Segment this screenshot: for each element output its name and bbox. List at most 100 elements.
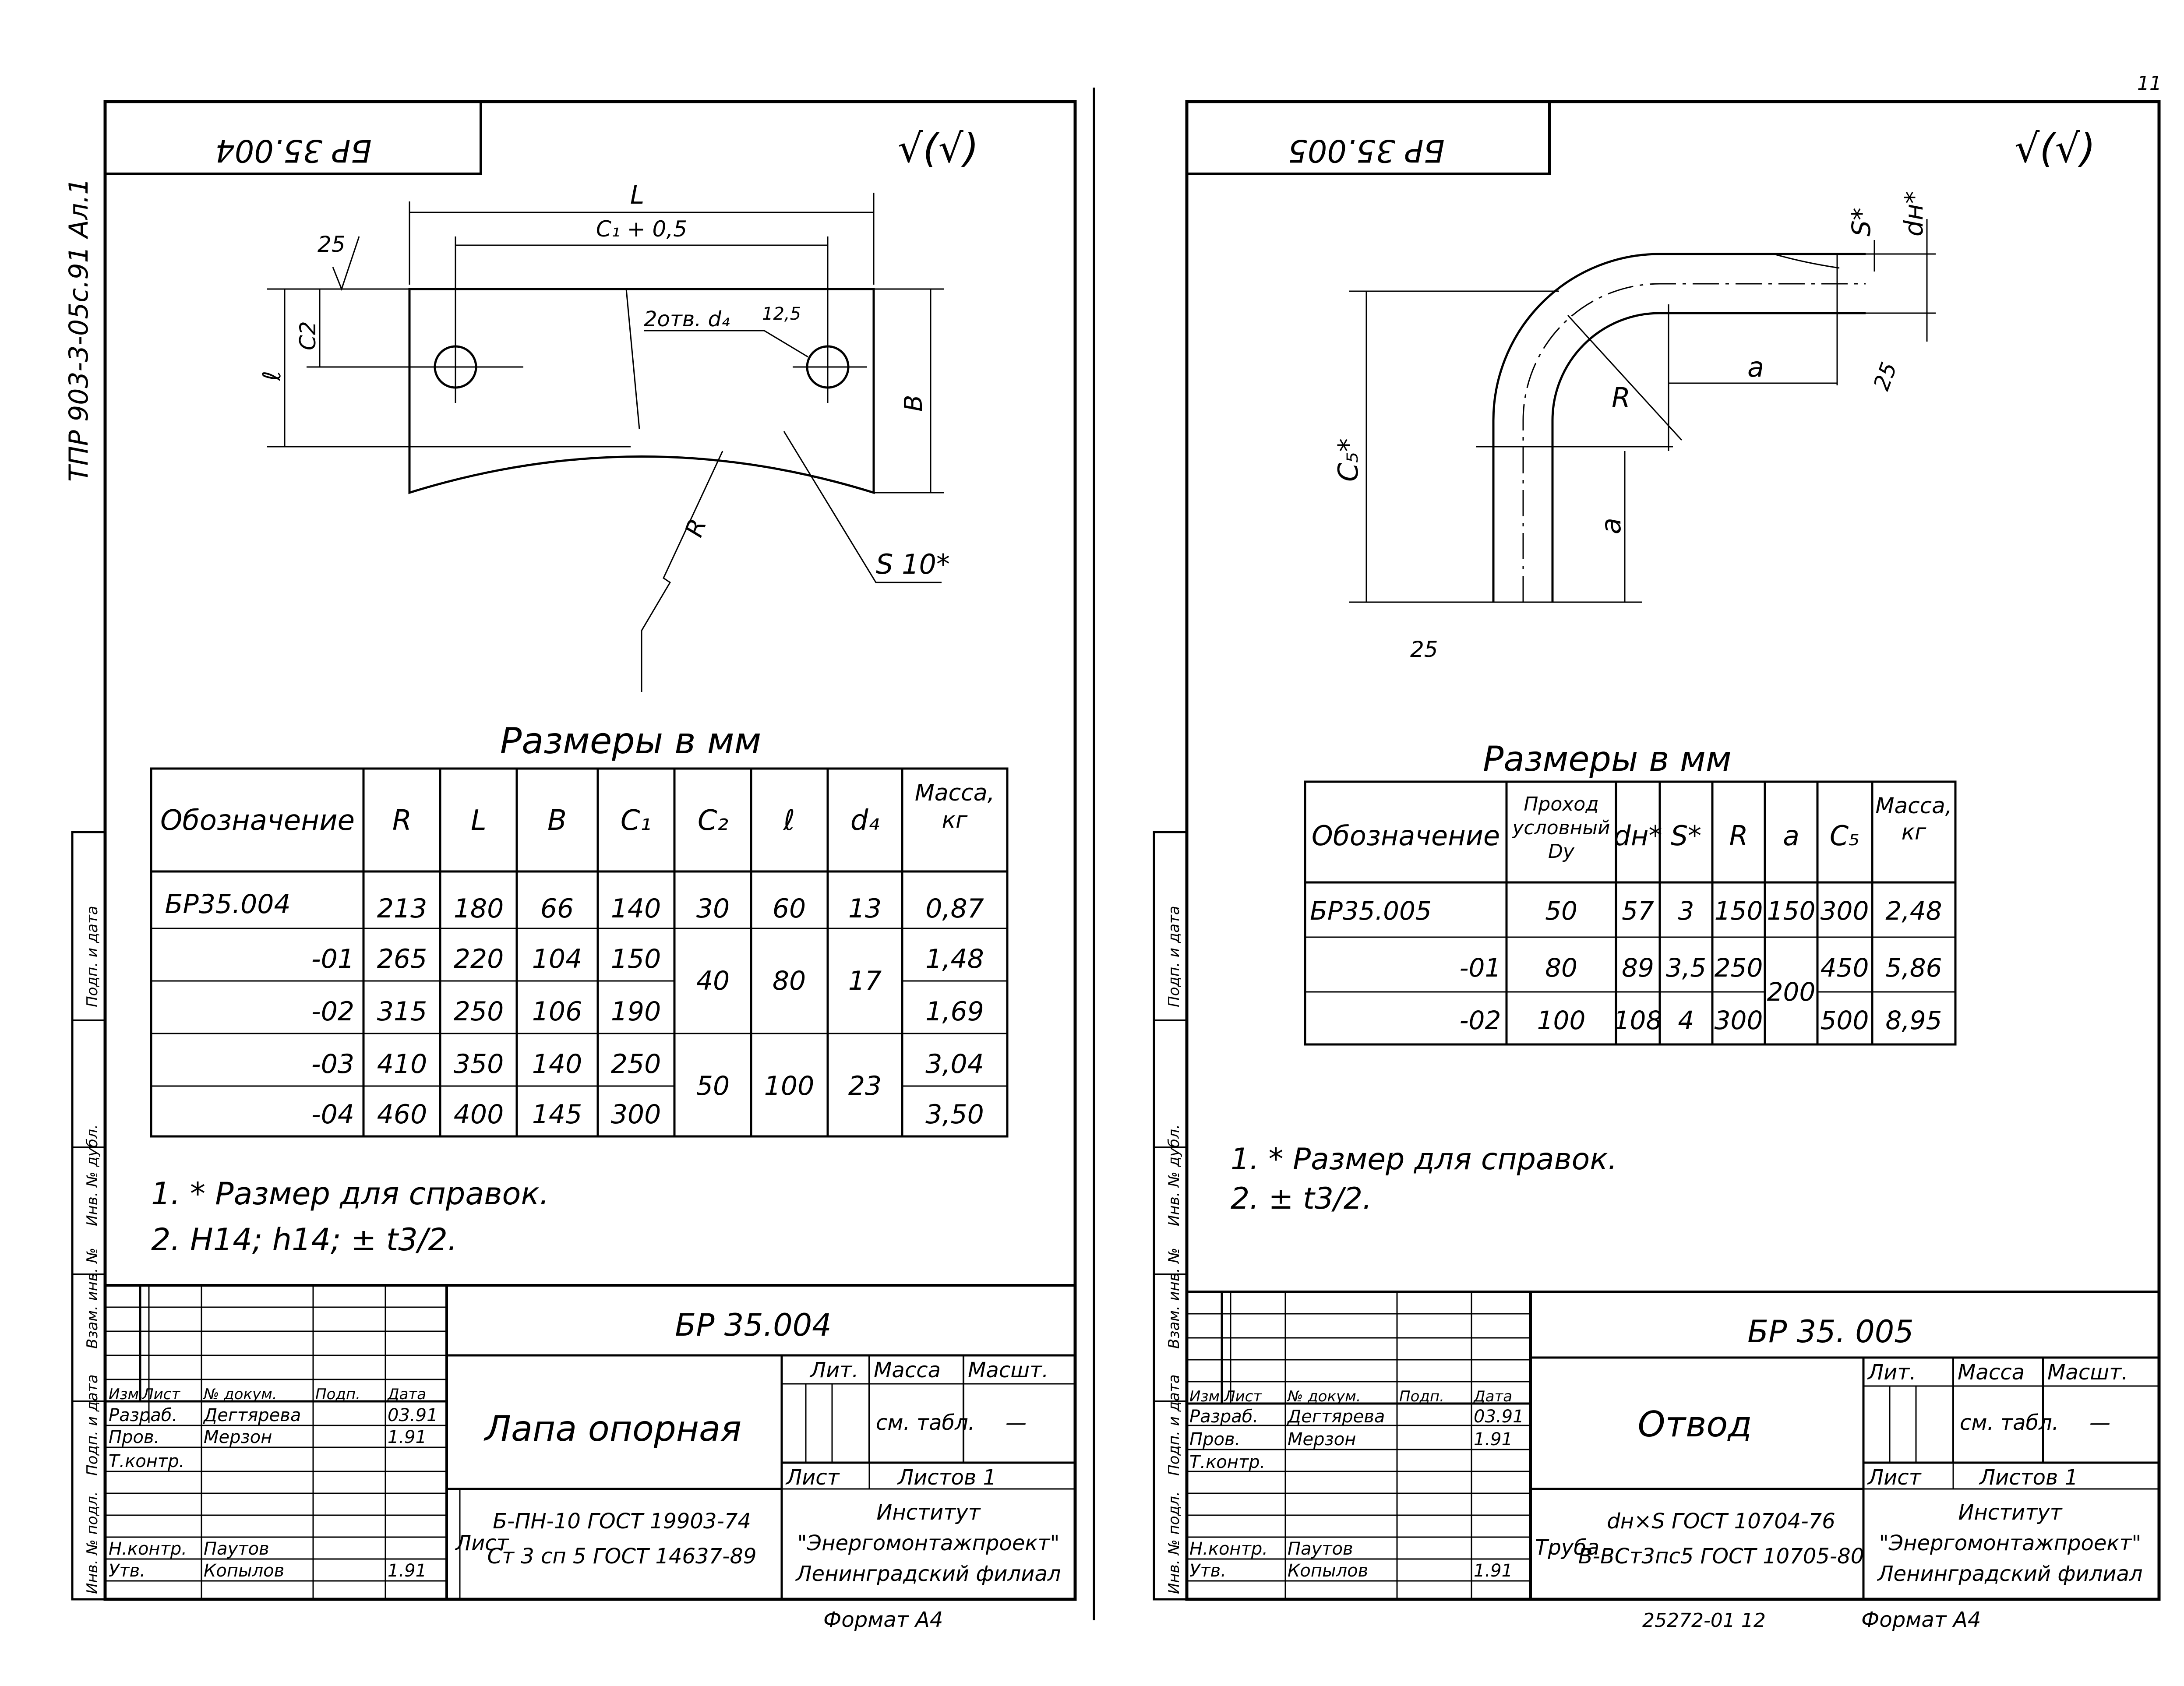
s2-th-4: R	[1729, 820, 1748, 852]
s2-r1-c4: 250	[1715, 953, 1763, 983]
sheet1-dim-ra: 25	[318, 232, 346, 257]
s2-tb-mass-value: см. табл.	[1960, 1411, 2059, 1435]
s1-tb-p1-role: Пров.	[109, 1427, 159, 1447]
s1-tb-p0-name: Дегтярева	[203, 1405, 301, 1425]
s1-th-0: Обозначение	[160, 804, 355, 837]
s1-merged-l-b: 100	[764, 1071, 815, 1101]
sheet2-note-2: 2. ± t3/2.	[1231, 1182, 1372, 1216]
s1-tb-role-0: Изм.	[109, 1386, 144, 1403]
s1-tb-mass: Масса	[874, 1358, 941, 1383]
s2-tb-material-label: Труба	[1535, 1535, 1599, 1560]
s2-tb-role-4: Дата	[1473, 1388, 1512, 1405]
s2-tb-role-3: Подп.	[1399, 1388, 1444, 1405]
s1-r4-c2: 400	[454, 1099, 504, 1130]
s1-r3-c4: 250	[611, 1049, 661, 1079]
s2-tb-p3-role: Н.контр.	[1189, 1539, 1268, 1559]
s1-tb-org-3: Ленинградский филиал	[795, 1562, 1061, 1586]
s1-merged-d4-b: 23	[848, 1071, 882, 1101]
stamp2-label-2: Подп. и дата	[1165, 1374, 1183, 1476]
s2-tb-mass: Масса	[1958, 1360, 2025, 1385]
s2-r0-c4: 150	[1715, 896, 1763, 926]
s1-tb-p3-role: Н.контр.	[109, 1539, 187, 1559]
s2-tb-lit: Лит.	[1867, 1360, 1916, 1385]
s1-th-3: B	[547, 804, 567, 837]
s2-r0-c5: 150	[1767, 896, 1816, 926]
s2-tb-scale-value: —	[2089, 1411, 2110, 1435]
sheet1-tb-name: Лапа опорная	[483, 1408, 741, 1449]
stamp2-label-3: Взам. инв. №	[1165, 1248, 1183, 1349]
s2-tb-p4-role: Утв.	[1189, 1561, 1226, 1581]
s1-tb-p3-name: Паутов	[204, 1539, 269, 1559]
s2-r0-c6: 300	[1821, 896, 1869, 926]
sheet2-dim-a-horizontal: a	[1747, 351, 1764, 383]
s1-tb-role-2: № докум.	[203, 1386, 277, 1403]
s2-r0-c3: 3	[1678, 896, 1694, 926]
s2-tb-org-1: Институт	[1958, 1500, 2063, 1525]
s1-th-5: C₂	[698, 804, 728, 837]
sheet1-roughness: √(√)	[898, 126, 979, 172]
sheet2-tb-name: Отвод	[1638, 1404, 1752, 1445]
sheet2-stamp-strip	[1153, 831, 1188, 1601]
sheet2-dim-s: S*	[1846, 208, 1876, 236]
s2-r2-c4: 300	[1715, 1005, 1763, 1035]
s2-r1-c2: 89	[1622, 953, 1654, 983]
s2-tb-sheet: Лист	[1867, 1465, 1922, 1490]
s1-r1-c2: 220	[454, 944, 504, 974]
s2-th-2: dн*	[1614, 820, 1662, 852]
s1-r4-c4: 300	[611, 1099, 661, 1130]
s2-tb-format: Формат А4	[1861, 1608, 1981, 1632]
sheet2-dim-R: R	[1612, 382, 1630, 414]
sheet1-table-grid	[150, 767, 1009, 1138]
sheet2-tb-code: БР 35. 005	[1747, 1314, 1914, 1350]
s2-th-0: Обозначение	[1312, 820, 1500, 852]
stamp2-label-1: Инв. № подл.	[1165, 1491, 1183, 1594]
s2-r2-c2: 108	[1614, 1005, 1662, 1035]
s2-r2-c6: 500	[1821, 1005, 1869, 1035]
s1-r0-c1: 213	[377, 893, 427, 924]
s1-th-1: R	[392, 804, 412, 837]
s1-tb-p2-role: Т.контр.	[109, 1451, 184, 1471]
sheet1-dim-holes: 2отв. d₄	[644, 307, 730, 332]
sheet1-top-code-box	[104, 100, 482, 175]
s1-r0-c8: 0,87	[925, 893, 984, 924]
stamp-label-5: Подп. и дата	[84, 906, 101, 1007]
s2-tb-p0-role: Разраб.	[1189, 1407, 1258, 1427]
s1-merged-l-a: 80	[773, 966, 806, 996]
sheet1-dim-B: B	[900, 395, 928, 412]
s2-tb-role-1: Лист	[1223, 1388, 1262, 1405]
s1-r1-c1: 265	[377, 944, 427, 974]
sheet1-dim-l: ℓ	[258, 371, 286, 381]
s1-r0-c0: БР35.004	[165, 889, 290, 920]
s2-tb-p3-name: Паутов	[1288, 1539, 1353, 1559]
support-plate-drawing	[267, 193, 944, 692]
s1-r4-c8: 3,50	[925, 1099, 984, 1130]
s2-r0-c2: 57	[1622, 896, 1654, 926]
s1-r1-c8: 1,48	[925, 944, 984, 974]
sheet2-roughness: √(√)	[2015, 126, 2096, 172]
s1-tb-p0-date: 03.91	[388, 1405, 438, 1425]
archive-number: 25272-01 12	[1642, 1609, 1766, 1632]
s1-th-2: L	[471, 804, 487, 837]
s1-tb-role-3: Подп.	[315, 1386, 360, 1403]
s1-tb-role-4: Дата	[387, 1386, 426, 1403]
stamp-label-2: Подп. и дата	[84, 1374, 101, 1476]
sheet2-sizes-caption: Размеры в мм	[1483, 740, 1731, 779]
sheet1-dim-L: L	[630, 180, 644, 210]
sheet1-top-code: БР 35.004	[215, 133, 371, 169]
s1-r0-c6: 60	[773, 893, 806, 924]
s1-tb-p4-name: Копылов	[204, 1561, 284, 1581]
s1-r3-c1: 410	[377, 1049, 427, 1079]
s1-r0-c3: 66	[540, 893, 574, 924]
s1-tb-mass-value: см. табл.	[876, 1411, 975, 1435]
s2-tb-p4-name: Копылов	[1288, 1561, 1368, 1581]
sheet1-note-2: 2. H14; h14; ± t3/2.	[151, 1222, 457, 1258]
s1-tb-lit: Лит.	[809, 1358, 859, 1383]
s1-r0-c4: 140	[611, 893, 661, 924]
s1-tb-material-label: Лист	[455, 1531, 510, 1555]
s2-th-5: a	[1783, 820, 1799, 852]
stamp2-label-4: Инв. № дубл.	[1165, 1124, 1183, 1226]
s2-r2-c3: 4	[1678, 1005, 1694, 1035]
sheet1-dim-R: R	[680, 515, 712, 541]
s1-r1-c3: 104	[532, 944, 582, 974]
